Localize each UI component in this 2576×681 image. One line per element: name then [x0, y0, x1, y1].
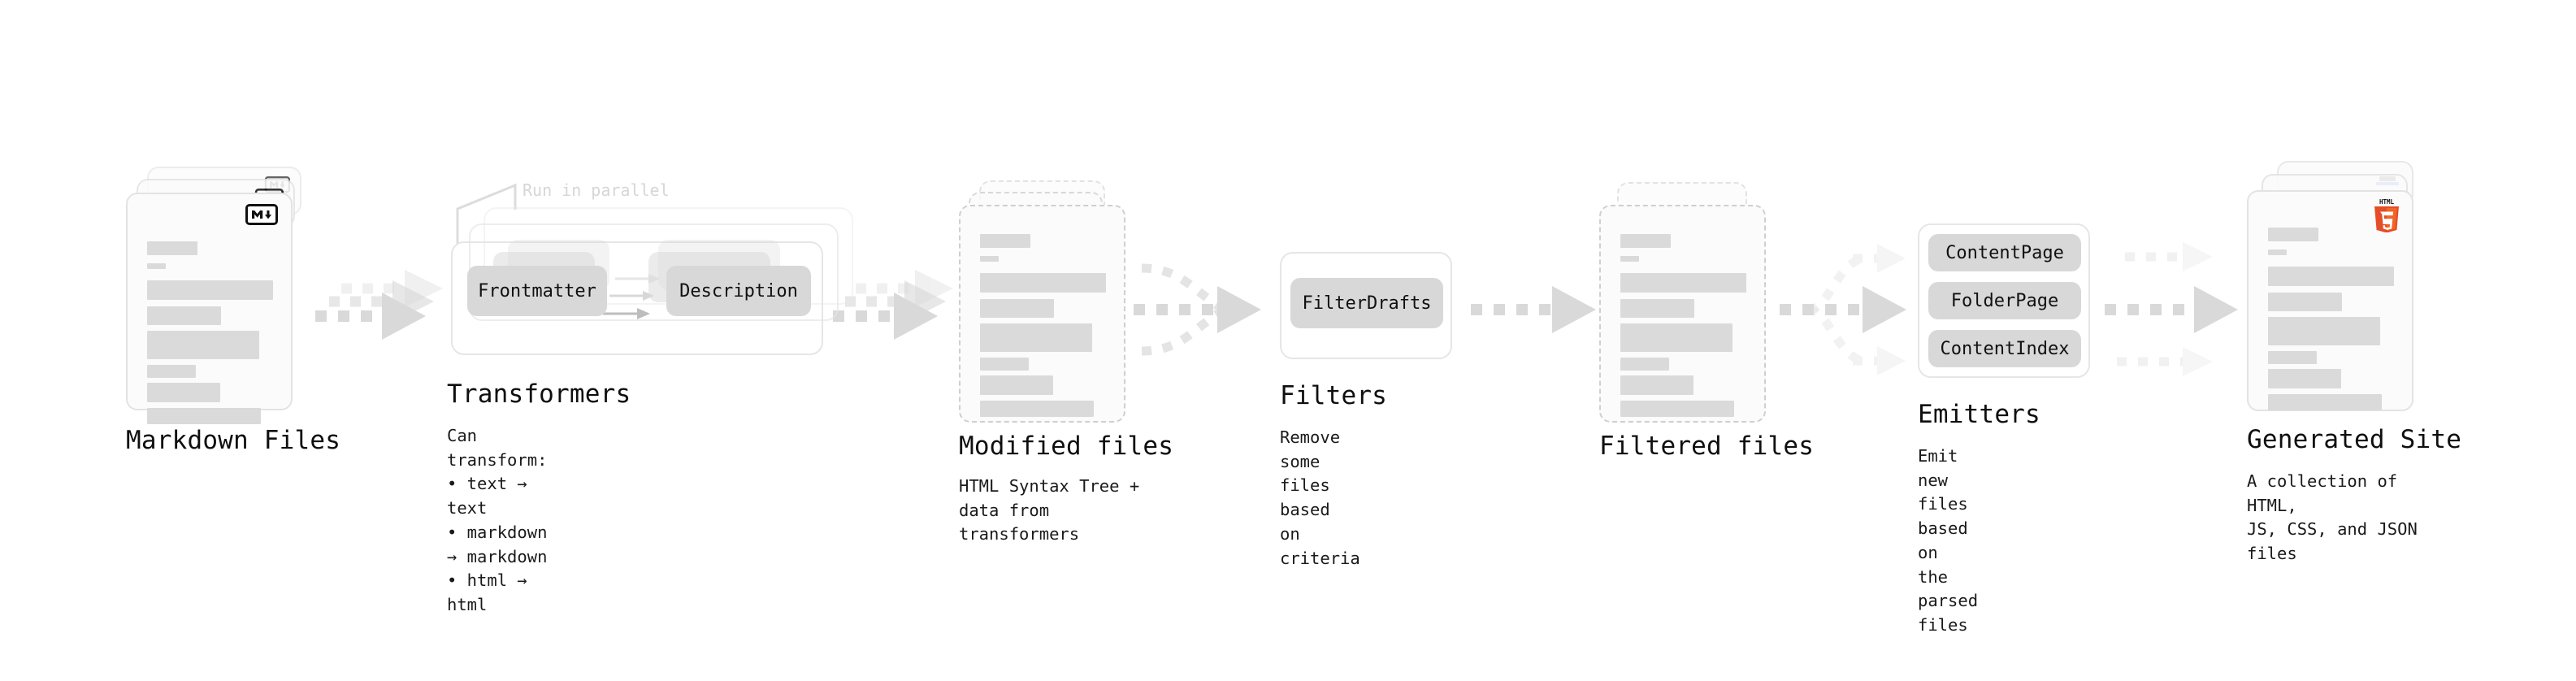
stage-modified-files: Modified files HTML Syntax Tree + data f… [959, 180, 1173, 544]
stage-generated-site: HTML Generated Si [2247, 161, 2461, 563]
placeholder-bar [147, 331, 259, 359]
placeholder-bar [980, 323, 1092, 352]
transformer-panel-front [451, 241, 823, 355]
plugin-pill-contentindex[interactable]: ContentIndex [1928, 330, 2081, 367]
placeholder-bar [980, 273, 1106, 293]
connector-filtered-to-emitters [1780, 244, 1906, 375]
filtered-doc-stack [1599, 180, 1786, 423]
plugin-pill-contentindex-label: ContentIndex [1940, 338, 2070, 359]
emitters-panel [1918, 223, 2090, 378]
markdown-doc-content [128, 194, 291, 424]
plugin-pill-description-label: Description [679, 280, 798, 301]
generated-doc-front: HTML [2247, 190, 2413, 411]
filtered-doc-front [1599, 205, 1766, 423]
plugin-pill-folderpage-label: FolderPage [1950, 290, 2059, 311]
connector-modified-to-filters [1134, 263, 1261, 356]
html5-icon: HTML [2371, 197, 2402, 233]
generated-doc-stack: HTML [2247, 161, 2442, 411]
placeholder-bar [2268, 317, 2380, 345]
stage-title-transformers: Transformers [447, 380, 631, 409]
placeholder-bar [980, 299, 1054, 318]
placeholder-bar [147, 408, 261, 424]
plugin-pill-frontmatter-label: Frontmatter [478, 280, 596, 301]
html5-wordmark: HTML [2379, 198, 2395, 206]
modified-doc-content [961, 206, 1124, 421]
placeholder-bar [2268, 351, 2317, 364]
placeholder-bar [980, 375, 1053, 395]
stage-subtitle-modified-files: HTML Syntax Tree + data from transformer… [959, 476, 1140, 544]
stage-subtitle-generated-site: A collection of HTML, JS, CSS, and JSON … [2247, 471, 2418, 564]
stage-filtered-files: Filtered files [1599, 180, 1814, 460]
placeholder-bar [1620, 273, 1746, 293]
placeholder-bar [980, 401, 1094, 417]
placeholder-bar [1620, 375, 1693, 395]
stage-title-filters: Filters [1280, 381, 1388, 410]
stage-subtitle-emitters: Emit new files based on the parsed files [1918, 446, 1979, 635]
placeholder-bar [2268, 293, 2342, 311]
placeholder-bar [1620, 401, 1734, 417]
placeholder-bar [1620, 323, 1733, 352]
placeholder-bar [980, 358, 1029, 371]
plugin-pill-filterdrafts[interactable]: FilterDrafts [1290, 278, 1443, 328]
placeholder-bar [2268, 267, 2394, 286]
placeholder-bar [147, 280, 273, 300]
placeholder-bar [1620, 299, 1694, 318]
placeholder-bar [147, 306, 221, 325]
placeholder-bar [2268, 228, 2318, 241]
plugin-pill-contentpage-label: ContentPage [1945, 242, 2064, 263]
placeholder-bar [2268, 394, 2382, 410]
stage-markdown-files: Markdown Files [126, 167, 340, 454]
placeholder-bar [980, 256, 999, 262]
plugin-pill-description[interactable]: Description [666, 266, 811, 316]
plugin-pill-filterdrafts-label: FilterDrafts [1302, 293, 1432, 314]
placeholder-bar [147, 383, 220, 402]
placeholder-bar [147, 365, 196, 378]
plugin-pill-frontmatter[interactable]: Frontmatter [467, 266, 607, 316]
modified-doc-front [959, 205, 1125, 423]
stage-subtitle-filters: Remove some files based on criteria [1280, 427, 1360, 568]
stage-title-filtered-files: Filtered files [1599, 432, 1815, 461]
markdown-icon [245, 204, 278, 225]
run-in-parallel-label: Run in parallel [523, 180, 670, 200]
generated-doc-content: HTML [2249, 192, 2412, 410]
filtered-doc-content [1601, 206, 1764, 421]
plugin-pill-contentpage[interactable]: ContentPage [1928, 234, 2081, 271]
stage-title-generated-site: Generated Site [2247, 425, 2462, 454]
markdown-doc-stack [126, 167, 313, 424]
placeholder-bar [2268, 249, 2287, 255]
placeholder-bar [1620, 234, 1671, 248]
stage-subtitle-transformers: Can transform: • text → text • markdown … [447, 426, 548, 615]
placeholder-bar [2268, 369, 2341, 388]
connector-emitters-to-site [2105, 242, 2238, 376]
placeholder-bar [980, 234, 1030, 248]
stage-title-emitters: Emitters [1918, 400, 2040, 429]
placeholder-bar [147, 241, 197, 255]
markdown-doc-front [126, 193, 293, 424]
placeholder-bar [147, 263, 166, 269]
modified-doc-stack [959, 180, 1146, 423]
connector-md-to-transformers [315, 270, 443, 340]
connector-filters-to-filtered [1471, 286, 1596, 333]
placeholder-bar [1620, 358, 1669, 371]
stage-title-markdown-files: Markdown Files [126, 426, 341, 455]
stage-title-modified-files: Modified files [959, 432, 1174, 461]
filters-panel [1280, 252, 1452, 359]
plugin-pill-folderpage[interactable]: FolderPage [1928, 282, 2081, 319]
placeholder-bar [1620, 256, 1639, 262]
